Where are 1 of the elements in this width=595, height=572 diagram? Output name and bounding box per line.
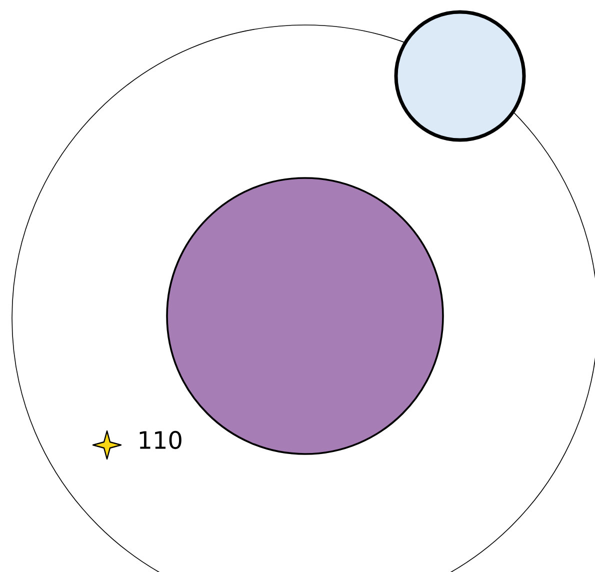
value-label: 110: [140, 430, 182, 450]
